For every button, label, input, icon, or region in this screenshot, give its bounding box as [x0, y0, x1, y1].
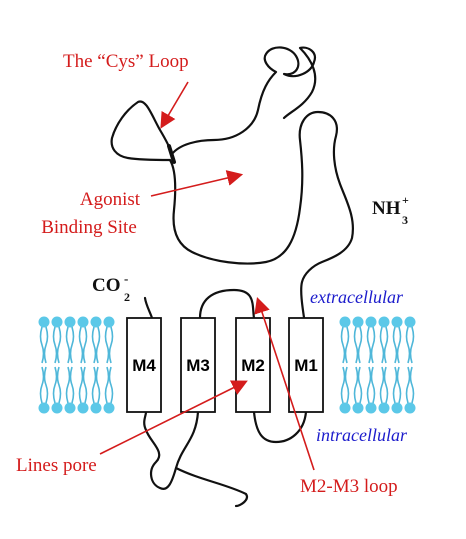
segment-m3-label: M3 — [186, 356, 210, 375]
nh3-subscript: 3 — [402, 213, 408, 227]
nh3-terminus-label: NH 3 + — [372, 193, 409, 227]
segment-m3: M3 — [180, 317, 216, 413]
agonist-label-line2: Binding Site — [41, 217, 137, 238]
lipid-bilayer-left — [37, 315, 116, 415]
co2-subscript: 2 — [124, 290, 130, 304]
m2-m3-loop-label: M2-M3 loop — [300, 476, 398, 497]
nh3-text: NH — [372, 198, 401, 219]
cys-loop-label: The “Cys” Loop — [63, 51, 189, 72]
segment-m2: M2 — [235, 317, 271, 413]
extracellular-label: extracellular — [310, 287, 404, 307]
co2-text: CO — [92, 275, 121, 296]
protein-chain — [110, 46, 354, 508]
co2-terminus-label: CO 2 - — [92, 271, 130, 304]
intracellular-loop-m3-m4 — [143, 410, 200, 490]
m3-m4-extension — [174, 466, 248, 508]
cys-loop-arrow — [160, 81, 189, 129]
extracellular-domain-chain — [110, 46, 354, 326]
lines-pore-arrow — [99, 380, 248, 455]
lines-pore-label: Lines pore — [16, 455, 97, 476]
segment-m4: M4 — [126, 317, 162, 413]
intracellular-label: intracellular — [316, 425, 408, 445]
transmembrane-segments: M4 M3 M2 M1 — [126, 317, 324, 413]
lipid-bilayer-right — [338, 315, 417, 415]
segment-m1-label: M1 — [294, 356, 318, 375]
m2-m3-loop-arrow — [254, 296, 315, 471]
co2-terminus-chain — [143, 296, 154, 320]
cys-loop-disulfide — [167, 144, 176, 164]
segment-m2-label: M2 — [241, 356, 265, 375]
agonist-label-line1: Agonist — [80, 189, 141, 210]
agonist-arrow — [150, 170, 244, 197]
m2-m3-extracellular-loop — [198, 288, 256, 320]
nh3-superscript: + — [402, 193, 409, 207]
annotations: The “Cys” Loop Agonist Binding Site Line… — [16, 51, 398, 497]
segment-m1: M1 — [288, 317, 324, 413]
segment-m4-label: M4 — [132, 356, 156, 375]
co2-superscript: - — [124, 271, 128, 286]
intracellular-loop-m1-m2 — [252, 410, 308, 444]
annotation-arrows — [99, 81, 315, 471]
